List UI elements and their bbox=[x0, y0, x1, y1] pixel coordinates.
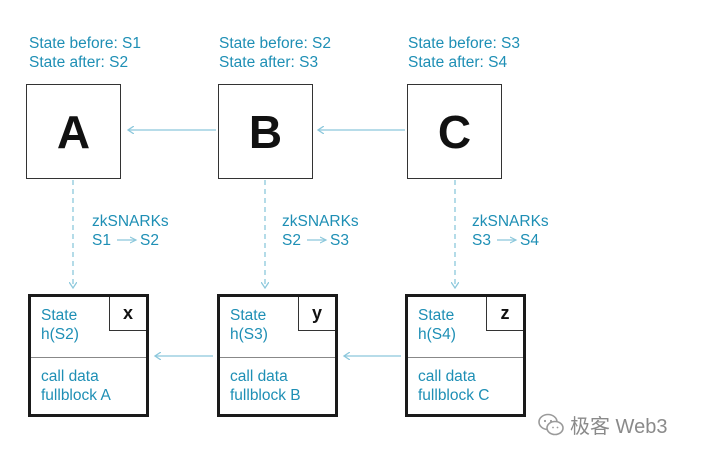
wechat-icon bbox=[538, 413, 564, 435]
card-calldata-z: call data fullblock C bbox=[418, 367, 490, 405]
card-call-data: call data bbox=[230, 368, 288, 385]
card-hash: h(S2) bbox=[41, 326, 79, 343]
zk-to-3: S4 bbox=[520, 232, 539, 249]
state-after-b: State after: S3 bbox=[219, 54, 319, 71]
card-state-y: State h(S3) bbox=[230, 306, 268, 344]
watermark-text: 极客 Web3 bbox=[570, 416, 668, 438]
card-fullblock: fullblock C bbox=[418, 387, 490, 404]
card-calldata-y: call data fullblock B bbox=[230, 367, 301, 405]
rollup-card-z: State h(S4) z call data fullblock C bbox=[405, 294, 526, 417]
state-label-c: State before: S3 State after: S4 bbox=[408, 34, 520, 72]
card-tag-x: x bbox=[109, 297, 146, 331]
block-b: B bbox=[218, 84, 313, 179]
zk-title-1: zkSNARKs bbox=[92, 213, 169, 230]
card-state-label: State bbox=[418, 307, 455, 324]
block-a: A bbox=[26, 84, 121, 179]
card-state-x: State h(S2) bbox=[41, 306, 79, 344]
zk-from-1: S1 bbox=[92, 232, 111, 249]
card-divider bbox=[408, 357, 523, 358]
zk-label-2: zkSNARKs S2 S3 bbox=[282, 212, 359, 250]
zk-title-3: zkSNARKs bbox=[472, 213, 549, 230]
card-state-label: State bbox=[41, 307, 78, 324]
card-call-data: call data bbox=[418, 368, 476, 385]
card-state-z: State h(S4) bbox=[418, 306, 456, 344]
card-call-data: call data bbox=[41, 368, 99, 385]
state-after-c: State after: S4 bbox=[408, 54, 508, 71]
state-label-b: State before: S2 State after: S3 bbox=[219, 34, 331, 72]
card-fullblock: fullblock B bbox=[230, 387, 301, 404]
card-state-label: State bbox=[230, 307, 267, 324]
zk-title-2: zkSNARKs bbox=[282, 213, 359, 230]
state-before-b: State before: S2 bbox=[219, 35, 332, 52]
card-calldata-x: call data fullblock A bbox=[41, 367, 111, 405]
rollup-card-x: State h(S2) x call data fullblock A bbox=[28, 294, 149, 417]
zk-label-1: zkSNARKs S1 S2 bbox=[92, 212, 169, 250]
state-before-a: State before: S1 bbox=[29, 35, 142, 52]
card-fullblock: fullblock A bbox=[41, 387, 111, 404]
card-tag-y: y bbox=[298, 297, 335, 331]
card-hash: h(S4) bbox=[418, 326, 456, 343]
zk-to-1: S2 bbox=[140, 232, 159, 249]
state-label-a: State before: S1 State after: S2 bbox=[29, 34, 141, 72]
card-divider bbox=[220, 357, 335, 358]
state-before-c: State before: S3 bbox=[408, 35, 521, 52]
card-tag-z: z bbox=[486, 297, 523, 331]
rollup-card-y: State h(S3) y call data fullblock B bbox=[217, 294, 338, 417]
card-hash: h(S3) bbox=[230, 326, 268, 343]
watermark: 极客 Web3 bbox=[538, 410, 667, 439]
state-after-a: State after: S2 bbox=[29, 54, 129, 71]
zk-to-2: S3 bbox=[330, 232, 349, 249]
zk-label-3: zkSNARKs S3 S4 bbox=[472, 212, 549, 250]
zk-from-2: S2 bbox=[282, 232, 301, 249]
card-divider bbox=[31, 357, 146, 358]
zk-from-3: S3 bbox=[472, 232, 491, 249]
block-c: C bbox=[407, 84, 502, 179]
